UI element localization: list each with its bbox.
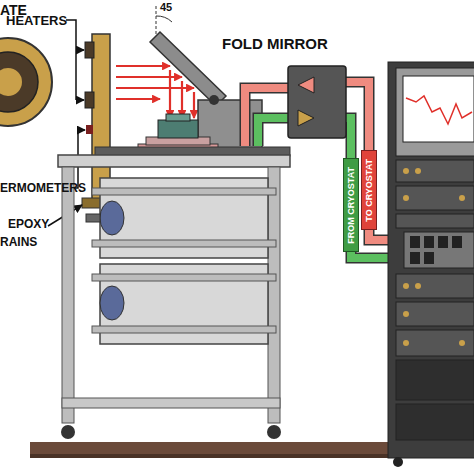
- coolant-pipes-part: [258, 118, 290, 146]
- cryostat-chambers-part: [92, 326, 276, 333]
- cryostat-box-part: [298, 77, 314, 93]
- cryostat-chambers-part: [100, 201, 124, 235]
- sample-plate: [0, 38, 52, 126]
- equipment-rack-part: [388, 62, 474, 458]
- equipment-rack-part: [396, 160, 474, 182]
- sample-plate-part: [0, 52, 38, 112]
- light-beams-part: [181, 81, 183, 118]
- equipment-rack-part: [404, 232, 474, 268]
- part-label: FOLD MIRROR: [222, 36, 328, 51]
- cryostat-chambers-part: [100, 286, 124, 320]
- equipment-rack-part: [459, 195, 465, 201]
- equipment-rack-part: [410, 236, 420, 248]
- light-beams-part: [193, 92, 195, 118]
- table-part: [58, 155, 290, 167]
- table-part: [61, 425, 75, 439]
- cryostat-chambers-part: [92, 274, 276, 281]
- equipment-rack-part: [403, 283, 409, 289]
- sample-plate-part: [0, 38, 52, 126]
- equipment-rack-part: [452, 236, 462, 248]
- table-part: [62, 167, 74, 423]
- equipment-rack-part: [415, 168, 421, 174]
- part-label: ERMOMETERS: [0, 182, 86, 194]
- equipment-rack-part: [403, 76, 474, 142]
- equipment-rack-part: [396, 404, 474, 440]
- equipment-rack-part: [393, 457, 403, 467]
- sample-stage: [138, 114, 218, 152]
- equipment-rack-part: [396, 274, 474, 298]
- equipment-rack-part: [403, 340, 409, 346]
- fold-mirror-part: [209, 95, 219, 105]
- equipment-rack-part: [403, 195, 409, 201]
- equipment-rack-part: [410, 252, 420, 264]
- heater-plate-part: [85, 42, 94, 58]
- equipment-rack-part: [424, 236, 434, 248]
- equipment-rack-part: [403, 311, 409, 317]
- heater-plate-part: [86, 125, 93, 134]
- table-part: [62, 398, 280, 408]
- cryostat-box-part: [288, 66, 346, 138]
- callout-lines-part: [76, 49, 84, 51]
- cryostat-chambers: [86, 178, 276, 344]
- equipment-rack-part: [396, 302, 474, 326]
- table-part: [268, 167, 280, 423]
- table: [58, 147, 290, 439]
- light-beams-part: [116, 76, 182, 78]
- sample-stage-part: [158, 120, 198, 138]
- pipe-label: FROM CRYOSTAT: [347, 167, 356, 244]
- cryostat-box: [288, 66, 346, 138]
- angle-label: 45: [160, 2, 172, 13]
- part-label: EPOXY: [8, 218, 49, 230]
- equipment-rack-part: [459, 340, 465, 346]
- light-beams-part: [116, 98, 160, 100]
- light-beams-part: [169, 70, 171, 118]
- cryostat-chambers-part: [92, 240, 276, 247]
- equipment-rack-part: [438, 236, 448, 248]
- coolant-pipes-part: [245, 88, 290, 146]
- equipment-rack-part: [415, 283, 421, 289]
- equipment-rack-part: [403, 168, 409, 174]
- part-label: RAINS: [0, 236, 37, 248]
- sample-plate-part: [0, 68, 22, 96]
- callout-lines-part: [76, 99, 84, 101]
- light-beams-part: [116, 65, 170, 67]
- heater-plate-part: [85, 92, 94, 108]
- pipe-label: TO CRYOSTAT: [365, 159, 374, 222]
- cryostat-chambers-part: [86, 214, 100, 222]
- sample-stage-part: [166, 114, 190, 121]
- equipment-rack-part: [396, 186, 474, 210]
- equipment-rack-part: [396, 68, 474, 156]
- equipment-rack-part: [396, 214, 474, 228]
- coolant-pipes-part: [245, 88, 290, 146]
- pipe-label-band: FROM CRYOSTAT: [343, 158, 359, 252]
- callout-lines-part: [66, 20, 76, 100]
- equipment-rack-part: [396, 330, 474, 356]
- equipment-rack-part: [424, 252, 434, 264]
- equipment-rack-part: [396, 360, 474, 400]
- cryostat-chambers-part: [92, 188, 276, 195]
- equipment-rack-part: [406, 96, 472, 124]
- pipe-label-band: TO CRYOSTAT: [361, 150, 377, 230]
- coolant-pipes-part: [258, 118, 290, 146]
- callout-lines-part: [78, 129, 85, 131]
- equipment-rack: [388, 62, 474, 467]
- fold-mirror-part: [156, 16, 172, 22]
- fold-mirror-part: [150, 32, 226, 106]
- part-label: HEATERS: [6, 14, 67, 27]
- table-part: [267, 425, 281, 439]
- cryostat-box-part: [298, 110, 314, 126]
